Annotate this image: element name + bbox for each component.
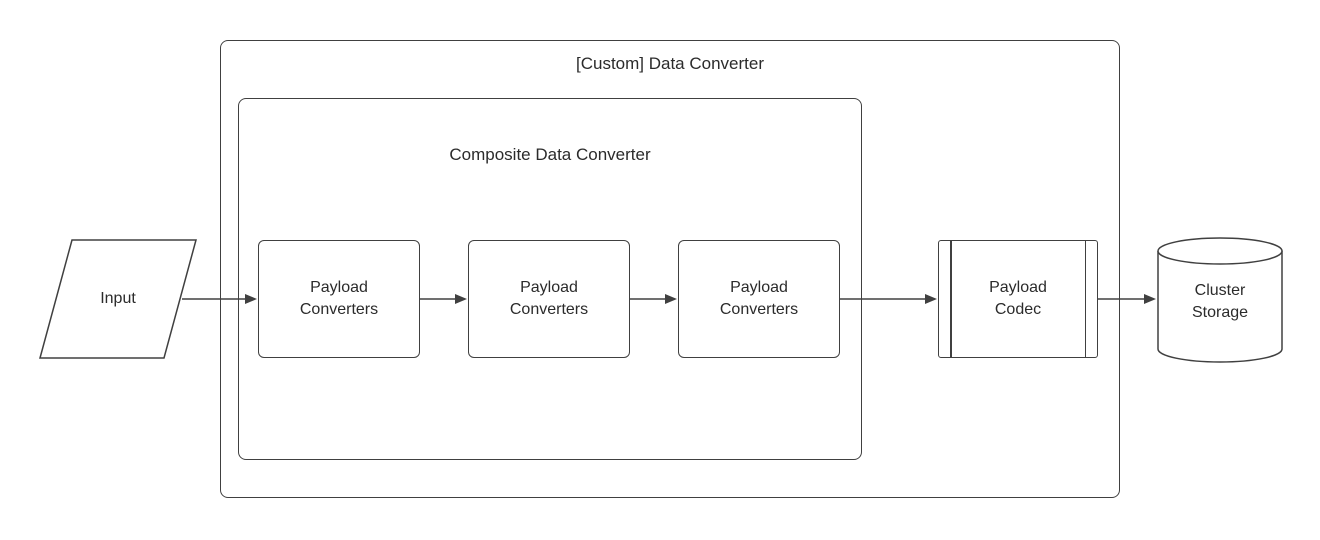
payload-converters-2-label: Payload Converters bbox=[509, 279, 589, 318]
cluster-storage-label: Cluster Storage bbox=[1191, 282, 1249, 321]
payload-codec-label: Payload Codec bbox=[989, 279, 1047, 318]
payload-codec-node: Payload Codec bbox=[938, 240, 1098, 358]
payload-converters-3-label: Payload Converters bbox=[719, 279, 799, 318]
custom-data-converter-title: [Custom] Data Converter bbox=[575, 54, 764, 73]
payload-converters-2-node: Payload Converters bbox=[468, 240, 630, 358]
payload-codec-right-bar bbox=[1084, 241, 1086, 357]
payload-codec-left-bar bbox=[950, 241, 952, 357]
payload-converters-3-node: Payload Converters bbox=[678, 240, 840, 358]
custom-data-converter-container: [Custom] Data Converter bbox=[220, 40, 1120, 498]
composite-data-converter-title: Composite Data Converter bbox=[449, 145, 651, 164]
input-node-label: Input bbox=[100, 290, 136, 308]
composite-data-converter-container: Composite Data Converter bbox=[238, 98, 862, 460]
payload-converters-1-node: Payload Converters bbox=[258, 240, 420, 358]
payload-converters-1-label: Payload Converters bbox=[299, 279, 379, 318]
